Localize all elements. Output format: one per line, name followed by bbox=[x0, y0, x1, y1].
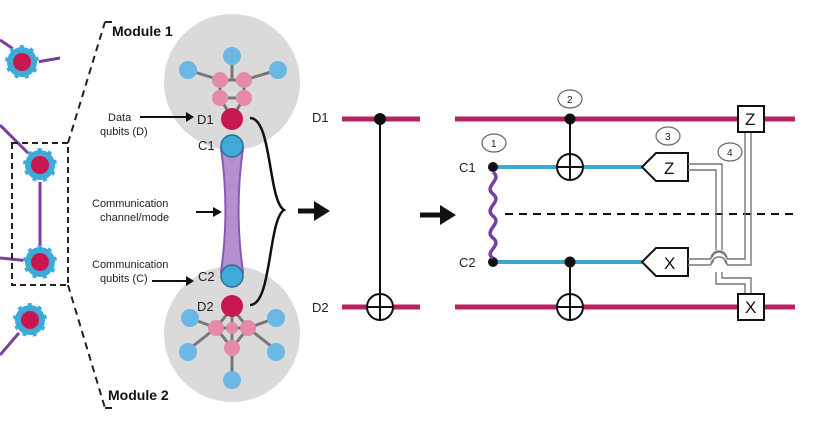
network-node bbox=[23, 148, 57, 182]
zoom-line-bottom bbox=[67, 284, 106, 409]
cnot-label-d1: D1 bbox=[312, 110, 329, 125]
step-marker bbox=[717, 142, 743, 162]
network-node bbox=[23, 245, 57, 279]
pink-qubit bbox=[224, 340, 240, 356]
measure-z-label: Z bbox=[664, 159, 674, 178]
blue-qubit bbox=[179, 61, 197, 79]
curly-brace bbox=[249, 116, 287, 307]
entanglement-channel bbox=[488, 170, 498, 260]
step-marker bbox=[655, 126, 681, 146]
teleport-circuit: C1 C2 1 2 3 Z X bbox=[455, 89, 795, 321]
correction-x-gate bbox=[737, 293, 765, 321]
wire-label-c2: C2 bbox=[459, 255, 476, 270]
channel-label-line1: Communication bbox=[92, 198, 168, 210]
channel-label-line2: channel/mode bbox=[100, 212, 169, 224]
arrow-head bbox=[213, 207, 222, 217]
classical-wires bbox=[688, 132, 752, 294]
measure-z-gate bbox=[640, 152, 689, 182]
pink-qubit bbox=[226, 322, 238, 334]
transition-arrow bbox=[298, 201, 330, 221]
blue-qubit bbox=[223, 371, 241, 389]
selection-box bbox=[11, 142, 69, 286]
comm-qubits-label-line2: qubits (C) bbox=[100, 273, 148, 285]
label-c2: C2 bbox=[198, 269, 215, 284]
control-dot bbox=[564, 256, 576, 268]
pink-qubit bbox=[208, 320, 224, 336]
blue-qubit bbox=[267, 309, 285, 327]
label-d1: D1 bbox=[197, 112, 214, 127]
c1-endpoint bbox=[488, 162, 498, 172]
pink-qubit bbox=[236, 90, 252, 106]
blue-qubit bbox=[269, 61, 287, 79]
comm-qubit-c2 bbox=[220, 264, 244, 288]
blue-qubit bbox=[179, 343, 197, 361]
c2-endpoint bbox=[488, 257, 498, 267]
module-detail: Module 1 Module 2 bbox=[92, 14, 300, 403]
module1-background bbox=[164, 14, 300, 150]
data-qubit-d1 bbox=[221, 108, 243, 130]
step-2-label: 2 bbox=[567, 95, 573, 106]
module2-structure bbox=[179, 307, 285, 389]
arrow-head bbox=[186, 276, 194, 286]
arrow-head bbox=[186, 112, 194, 122]
step-marker bbox=[557, 89, 583, 109]
pink-qubit bbox=[212, 90, 228, 106]
transition-arrow bbox=[420, 205, 456, 225]
network-overview bbox=[0, 21, 112, 409]
control-dot bbox=[564, 113, 576, 125]
measure-x-label: X bbox=[664, 254, 675, 273]
measure-x-gate bbox=[640, 247, 689, 277]
wire-label-c1: C1 bbox=[459, 160, 476, 175]
label-d2: D2 bbox=[197, 299, 214, 314]
cnot-circuit: D1 D2 bbox=[312, 110, 420, 321]
step-4-label: 4 bbox=[727, 148, 733, 159]
step-marker bbox=[481, 133, 507, 153]
step-1-label: 1 bbox=[491, 139, 497, 150]
module1-title: Module 1 bbox=[112, 23, 173, 39]
data-qubit-d2 bbox=[221, 295, 243, 317]
blue-qubit bbox=[181, 309, 199, 327]
control-dot bbox=[374, 113, 386, 125]
module2-title: Module 2 bbox=[108, 387, 169, 403]
network-node bbox=[5, 45, 39, 79]
zoom-line-top bbox=[67, 21, 106, 144]
label-c1: C1 bbox=[198, 138, 215, 153]
communication-channel bbox=[219, 146, 245, 274]
comm-qubits-label-line1: Communication bbox=[92, 259, 168, 271]
correction-z-label: Z bbox=[745, 110, 755, 129]
step-3-label: 3 bbox=[665, 132, 671, 143]
pink-qubit bbox=[236, 72, 252, 88]
pink-qubit bbox=[240, 320, 256, 336]
cnot-label-d2: D2 bbox=[312, 300, 329, 315]
blue-qubit bbox=[223, 47, 241, 65]
pink-qubit bbox=[212, 72, 228, 88]
blue-qubit bbox=[267, 343, 285, 361]
data-qubits-label-line2: qubits (D) bbox=[100, 126, 148, 138]
comm-qubit-c1 bbox=[220, 134, 244, 158]
network-node bbox=[13, 303, 47, 337]
correction-x-label: X bbox=[745, 298, 756, 317]
correction-z-gate bbox=[737, 105, 765, 133]
data-qubits-label-line1: Data bbox=[108, 112, 132, 124]
